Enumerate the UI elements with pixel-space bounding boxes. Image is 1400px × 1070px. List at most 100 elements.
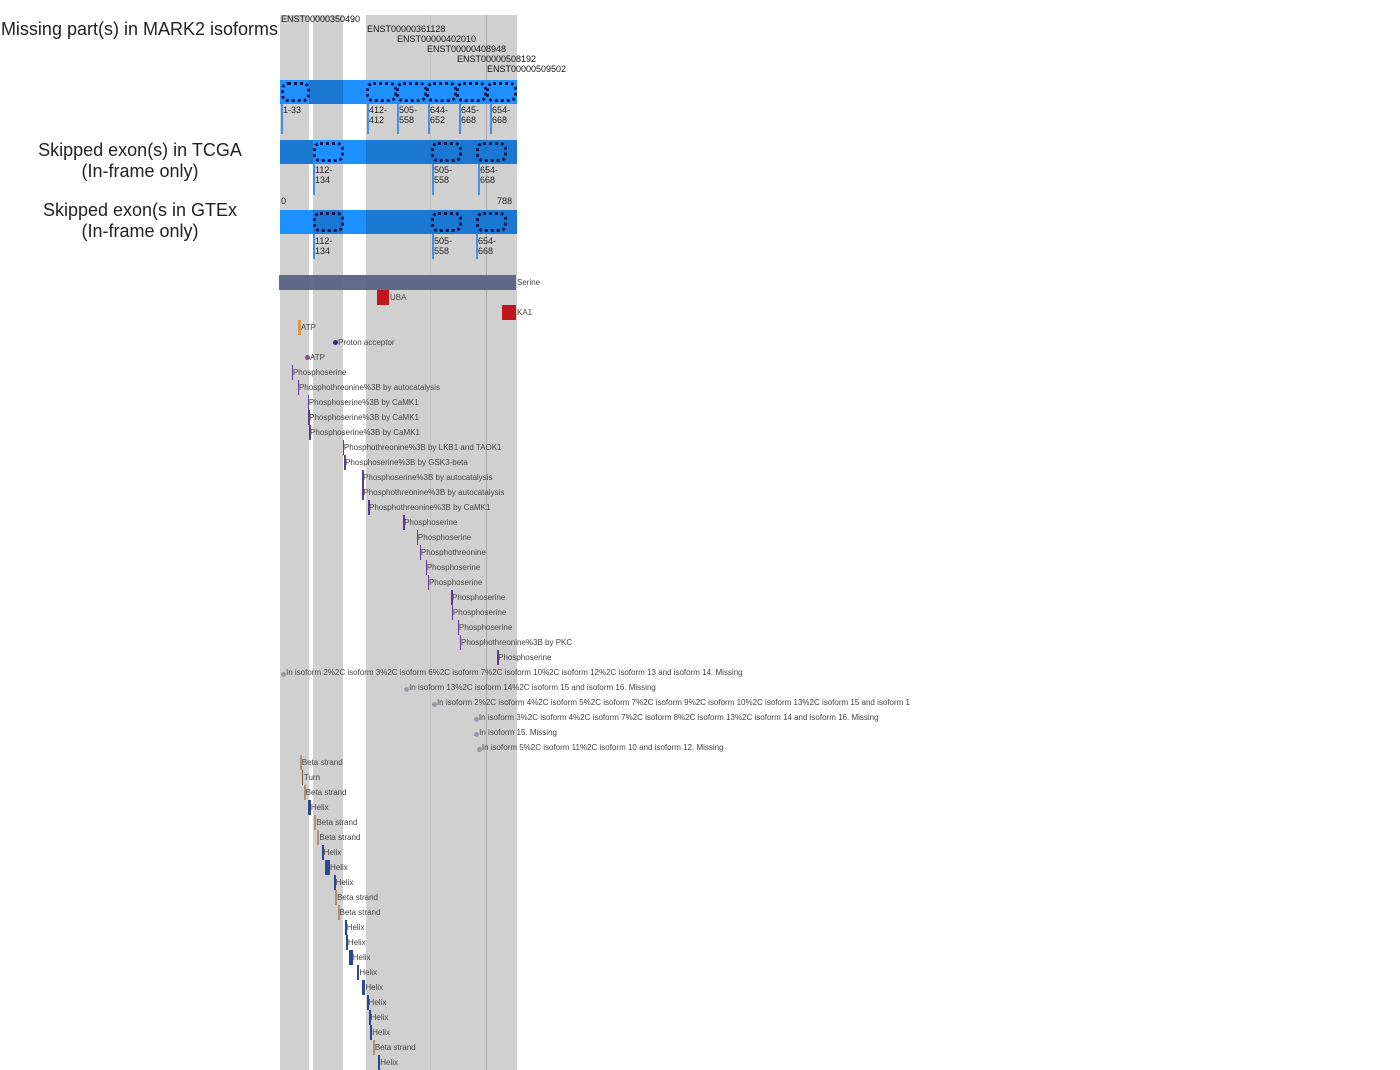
feature-row-helix: Helix [0, 1025, 1400, 1040]
skipped-exon-box[interactable] [476, 142, 507, 162]
missing-region-box[interactable] [456, 82, 487, 102]
feature-row-missing: In isoform 2%2C isoform 4%2C isoform 5%2… [0, 695, 1400, 710]
beta-strand-mark[interactable] [335, 890, 338, 905]
phosphorylation-mark[interactable] [307, 395, 310, 410]
missing-variant-dot[interactable] [280, 672, 286, 677]
feature-row-dot: ATP [0, 350, 1400, 365]
binding-site-mark[interactable] [297, 320, 301, 335]
skipped-exon-box[interactable] [313, 142, 344, 162]
feature-row-domain: Serine [0, 275, 1400, 290]
feature-label: UBA [390, 293, 407, 302]
beta-strand-mark[interactable] [337, 905, 340, 920]
feature-label: Serine [517, 278, 541, 287]
phosphorylation-mark[interactable] [342, 440, 345, 455]
feature-row-strand: Beta strand [0, 785, 1400, 800]
missing-parts-label: Missing part(s) in MARK2 isoforms [0, 19, 278, 39]
helix-mark[interactable] [344, 920, 347, 935]
turn-mark[interactable] [301, 770, 304, 785]
phosphorylation-mark[interactable] [427, 575, 430, 590]
missing-variant-dot[interactable] [476, 747, 482, 752]
feature-label: In isoform 3%2C isoform 4%2C isoform 7%2… [478, 713, 879, 722]
site-dot[interactable] [304, 355, 310, 360]
missing-variant-dot[interactable] [473, 717, 479, 722]
helix-mark[interactable] [362, 980, 366, 995]
helix-mark[interactable] [366, 995, 369, 1010]
feature-label: In isoform 13%2C isoform 14%2C isoform 1… [409, 683, 656, 692]
feature-label: Helix [365, 983, 384, 992]
helix-mark[interactable] [370, 1025, 373, 1040]
helix-mark[interactable] [348, 950, 353, 965]
beta-strand-mark[interactable] [317, 830, 320, 845]
exon-boundary [430, 15, 431, 1070]
tcga-sublabel: (In-frame only) [81, 161, 199, 181]
feature-label: Beta strand [339, 908, 381, 917]
feature-row-helix: Helix [0, 875, 1400, 890]
helix-mark[interactable] [345, 935, 348, 950]
phosphorylation-mark[interactable] [362, 470, 364, 485]
helix-mark[interactable] [356, 965, 360, 980]
missing-variant-dot[interactable] [431, 702, 437, 707]
feature-label: Phosphoserine%3B by CaMK1 [308, 398, 419, 407]
feature-row-phospho: Phosphoserine [0, 575, 1400, 590]
phosphorylation-mark[interactable] [344, 455, 346, 470]
helix-mark[interactable] [307, 800, 311, 815]
domain-block[interactable] [501, 305, 516, 320]
helix-mark[interactable] [378, 1055, 381, 1070]
phosphorylation-mark[interactable] [425, 560, 428, 575]
missing-variant-dot[interactable] [474, 732, 480, 737]
skipped-exon-box[interactable] [313, 212, 344, 232]
phosphorylation-mark[interactable] [362, 485, 364, 500]
feature-row-turn: Turn [0, 770, 1400, 785]
feature-row-phospho: Phosphothreonine%3B by autocatalysis [0, 380, 1400, 395]
missing-region-box[interactable] [396, 82, 427, 102]
missing-region-box[interactable] [426, 82, 457, 102]
missing-region-box[interactable] [486, 82, 517, 102]
feature-row-strand: Beta strand [0, 755, 1400, 770]
helix-mark[interactable] [333, 875, 336, 890]
phosphorylation-mark[interactable] [451, 590, 453, 605]
tcga-track [280, 140, 517, 164]
beta-strand-mark[interactable] [314, 815, 317, 830]
phosphorylation-mark[interactable] [291, 365, 294, 380]
domain-block[interactable] [377, 290, 389, 305]
phosphorylation-mark[interactable] [403, 515, 405, 530]
beta-strand-mark[interactable] [299, 755, 302, 770]
beta-strand-mark[interactable] [372, 1040, 375, 1055]
phosphorylation-mark[interactable] [308, 410, 310, 425]
feature-label: In isoform 5%2C isoform 11%2C isoform 10… [481, 743, 724, 752]
feature-row-phospho: Phosphoserine [0, 620, 1400, 635]
skipped-exon-box[interactable] [476, 212, 507, 232]
phosphorylation-mark[interactable] [368, 500, 370, 515]
region-label: 412-412 [369, 105, 388, 125]
feature-label: Helix [310, 803, 329, 812]
exon-column [313, 15, 343, 1070]
feature-row-strand: Beta strand [0, 905, 1400, 920]
phosphorylation-mark[interactable] [459, 635, 462, 650]
phosphorylation-mark[interactable] [419, 545, 422, 560]
beta-strand-mark[interactable] [303, 785, 306, 800]
feature-label: Helix [346, 923, 365, 932]
site-dot[interactable] [333, 340, 339, 345]
missing-region-box[interactable] [281, 82, 310, 102]
feature-label: Phosphothreonine%3B by PKC [460, 638, 573, 647]
feature-row-helix: Helix [0, 1010, 1400, 1025]
feature-label: Phosphoserine [498, 653, 552, 662]
phosphorylation-mark[interactable] [451, 605, 454, 620]
phosphorylation-mark[interactable] [416, 530, 419, 545]
phosphorylation-mark[interactable] [497, 650, 499, 665]
skipped-exon-box[interactable] [431, 142, 462, 162]
phosphorylation-mark[interactable] [297, 380, 300, 395]
feature-label: Phosphoserine [426, 563, 481, 572]
domain-bar[interactable] [279, 275, 516, 290]
helix-mark[interactable] [321, 845, 324, 860]
region-label: 505-558 [434, 165, 453, 185]
feature-row-helix: Helix [0, 800, 1400, 815]
feature-label: Beta strand [305, 788, 347, 797]
missing-variant-dot[interactable] [404, 687, 410, 692]
phosphorylation-mark[interactable] [457, 620, 460, 635]
missing-region-box[interactable] [366, 82, 397, 102]
helix-mark[interactable] [368, 1010, 371, 1025]
phosphorylation-mark[interactable] [309, 425, 311, 440]
helix-mark[interactable] [324, 860, 330, 875]
skipped-exon-box[interactable] [431, 212, 462, 232]
